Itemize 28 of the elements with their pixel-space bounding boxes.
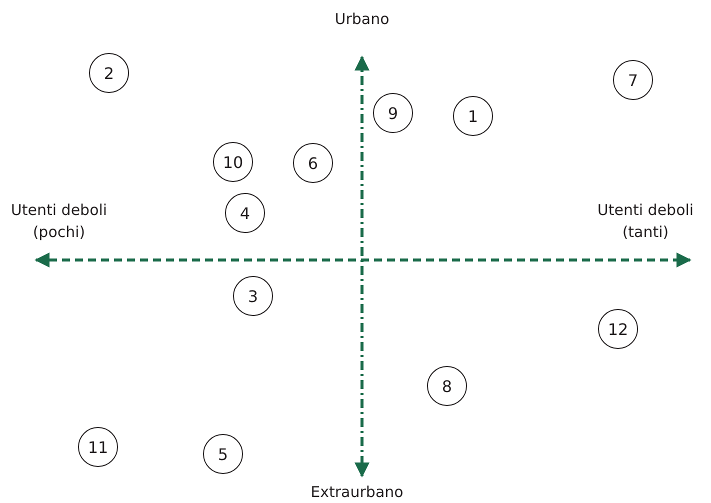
- circle-number: 4: [240, 204, 250, 222]
- numbered-circle: [203, 434, 243, 474]
- axis-label: Urbano: [334, 9, 390, 30]
- circle-number: 10: [222, 152, 244, 172]
- circle-number: 11: [88, 438, 108, 456]
- numbered-circle: [78, 427, 118, 467]
- numbered-circle: [233, 276, 273, 316]
- numbered-circle: [598, 309, 638, 349]
- axis-label: Utenti deboli (pochi): [10, 200, 108, 243]
- circle-number: 9: [388, 104, 398, 122]
- axis-label: Utenti deboli (tanti): [596, 200, 695, 243]
- numbered-circle: [613, 60, 653, 100]
- numbered-circle: [225, 193, 265, 233]
- numbered-circle: [453, 96, 493, 136]
- numbered-circle: [427, 366, 467, 406]
- circle-number: 2: [104, 64, 114, 82]
- circle-number: 3: [248, 286, 258, 306]
- numbered-circle: [89, 53, 129, 93]
- numbered-circle: [373, 93, 413, 133]
- circle-number: 12: [608, 320, 628, 338]
- numbered-circle: [213, 142, 253, 182]
- circle-number: 6: [308, 154, 318, 172]
- circle-number: 8: [442, 376, 452, 396]
- numbered-circle: [293, 143, 333, 183]
- circle-number: 1: [468, 106, 478, 126]
- circle-number: 7: [628, 70, 638, 90]
- axis-label: Extraurbano: [310, 482, 404, 503]
- circle-number: 5: [218, 444, 228, 464]
